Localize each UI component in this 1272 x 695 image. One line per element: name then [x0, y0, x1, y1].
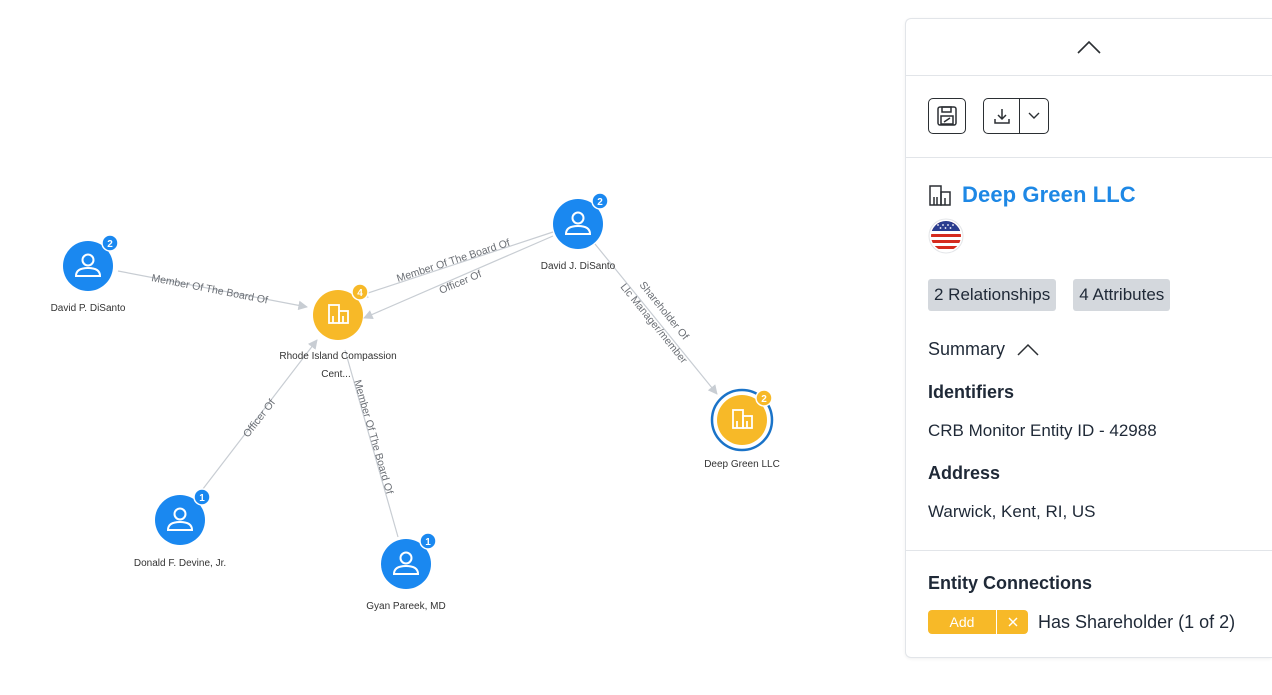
panel-toolbar	[906, 76, 1272, 158]
connection-relation-text: Has Shareholder (1 of 2)	[1038, 611, 1236, 632]
graph-edges	[117, 231, 718, 538]
edge-label: Member Of The Board Of	[351, 379, 395, 496]
node-label: Deep Green LLC	[704, 459, 780, 470]
graph-node-david-j-disanto[interactable]: 2 David J. DiSanto	[541, 192, 616, 272]
chevron-up-icon	[1017, 343, 1039, 356]
remove-connection-button[interactable]	[996, 610, 1028, 634]
badge-count: 2	[597, 197, 603, 208]
save-icon	[937, 106, 957, 126]
address-value: Warwick, Kent, RI, US	[928, 502, 1096, 521]
badge-count: 1	[199, 493, 205, 504]
panel-header	[906, 19, 1272, 76]
entity-connections: Entity Connections Add Has Shareholder (…	[906, 551, 1272, 634]
attributes-chip[interactable]: 4 Attributes	[1073, 279, 1171, 311]
node-label: Rhode Island Compassion	[279, 351, 396, 362]
close-icon	[1008, 617, 1017, 627]
edge-davidj-rhode-board[interactable]	[358, 231, 554, 298]
person-icon	[392, 551, 420, 575]
edge-donald-rhode[interactable]	[195, 339, 318, 499]
save-button[interactable]	[928, 98, 966, 134]
count-badge	[419, 532, 437, 550]
chevron-down-icon	[1028, 112, 1040, 119]
add-connection-group: Add	[928, 610, 1028, 634]
relationships-chip[interactable]: 2 Relationships	[928, 279, 1057, 311]
edge-label: Member Of The Board Of	[150, 272, 268, 306]
person-icon	[166, 507, 194, 531]
graph-node-david-p-disanto[interactable]: 2 David P. DiSanto	[51, 234, 126, 314]
graph-node-donald-devine[interactable]: 1 Donald F. Devine, Jr.	[134, 488, 226, 569]
chevron-up-icon	[1077, 40, 1101, 54]
download-button-group	[983, 98, 1049, 134]
count-badge	[755, 389, 773, 407]
count-badge	[193, 488, 211, 506]
graph-canvas[interactable]: Member Of The Board Of Member Of The Boa…	[0, 0, 900, 695]
collapse-panel-button[interactable]	[1074, 32, 1104, 62]
count-badge	[101, 234, 119, 252]
summary-toggle[interactable]: Summary	[928, 339, 1250, 360]
entity-details-panel: Deep Green LLC 2 R	[905, 18, 1272, 658]
entity-chips: 2 Relationships 4 Attributes	[928, 279, 1250, 311]
graph-node-rhode-island-compassion[interactable]: 4 Rhode Island Compassion Cent...	[279, 283, 397, 380]
download-icon	[993, 109, 1010, 124]
address-label: Address	[928, 463, 1001, 483]
building-icon	[328, 304, 349, 324]
building-icon	[732, 409, 753, 429]
node-label: David P. DiSanto	[51, 303, 126, 314]
edge-labels: Member Of The Board Of Member Of The Boa…	[150, 237, 690, 496]
person-icon	[74, 253, 102, 277]
badge-count: 4	[357, 288, 363, 299]
node-label: David J. DiSanto	[541, 261, 616, 272]
identifier-value: CRB Monitor Entity ID - 42988	[928, 421, 1157, 440]
connection-row: Add Has Shareholder (1 of 2)	[928, 610, 1250, 634]
entity-details: Deep Green LLC 2 R	[906, 158, 1272, 551]
entity-name-link[interactable]: Deep Green LLC	[962, 182, 1136, 207]
edge-label: Officer Of	[241, 397, 278, 440]
entity-connections-label: Entity Connections	[928, 573, 1093, 593]
edge-label: Member Of The Board Of	[395, 237, 511, 285]
add-connection-button[interactable]: Add	[928, 610, 996, 634]
graph-node-deep-green-llc[interactable]: 2 Deep Green LLC	[704, 388, 780, 470]
edge-gyan-rhode[interactable]	[344, 349, 399, 538]
badge-count: 2	[107, 239, 113, 250]
count-badge	[351, 283, 369, 301]
edge-davidp-rhode[interactable]	[117, 270, 308, 311]
entity-title: Deep Green LLC	[928, 182, 1250, 208]
download-button[interactable]	[984, 99, 1020, 133]
node-label-continued: Cent...	[321, 369, 350, 380]
us-flag-icon	[928, 218, 964, 254]
selected-ring	[710, 388, 774, 452]
graph-node-gyan-pareek[interactable]: 1 Gyan Pareek, MD	[366, 532, 446, 612]
badge-count: 2	[761, 394, 767, 405]
node-label: Gyan Pareek, MD	[366, 601, 445, 612]
edge-davidj-deepgreen[interactable]	[594, 243, 718, 395]
building-icon	[929, 185, 951, 206]
edge-davidj-rhode-officer[interactable]	[363, 235, 554, 319]
edge-label: Officer Of	[437, 268, 483, 297]
node-label: Donald F. Devine, Jr.	[134, 558, 226, 569]
identifiers-label: Identifiers	[928, 382, 1015, 402]
summary-label: Summary	[928, 339, 1006, 359]
download-options-dropdown[interactable]	[1020, 99, 1048, 133]
count-badge	[591, 192, 609, 210]
person-icon	[564, 211, 592, 235]
badge-count: 1	[425, 537, 431, 548]
relationship-graph[interactable]: Member Of The Board Of Member Of The Boa…	[0, 0, 900, 695]
